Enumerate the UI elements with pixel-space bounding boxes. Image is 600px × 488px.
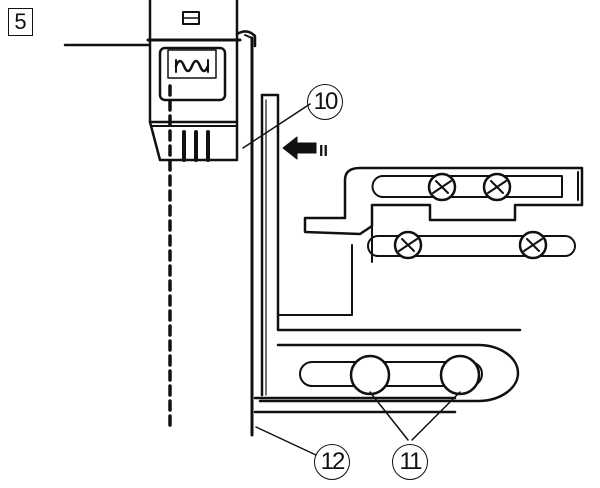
callout-10-label: 10 xyxy=(313,88,339,115)
screw-top-right xyxy=(482,172,512,202)
leader-11a xyxy=(369,391,409,441)
callout-12-label: 12 xyxy=(320,448,346,475)
move-arrow-icon: II xyxy=(282,136,328,160)
step-number: 5 xyxy=(14,9,27,34)
leader-11b xyxy=(411,391,461,441)
leader-lines xyxy=(242,103,461,456)
screw-bottom-right xyxy=(518,230,548,260)
screws xyxy=(393,172,548,260)
presser-foot xyxy=(63,0,257,162)
callout-11: 11 xyxy=(390,442,430,482)
screw-bottom-left xyxy=(393,230,423,260)
callout-11-label: 11 xyxy=(399,448,423,475)
leader-10 xyxy=(242,103,311,149)
fabric-edge xyxy=(244,34,254,437)
thumbscrews xyxy=(349,354,481,396)
callout-12: 12 xyxy=(312,442,352,482)
step-number-box: 5 xyxy=(8,8,33,36)
screw-top-left xyxy=(427,172,457,202)
leader-12 xyxy=(255,426,317,456)
callout-ring xyxy=(392,444,428,480)
edge-guide xyxy=(253,93,522,414)
arrow-label: II xyxy=(319,143,328,160)
callout-ring xyxy=(314,444,350,480)
callout-ring xyxy=(307,84,343,120)
callout-10: 10 xyxy=(305,82,345,122)
